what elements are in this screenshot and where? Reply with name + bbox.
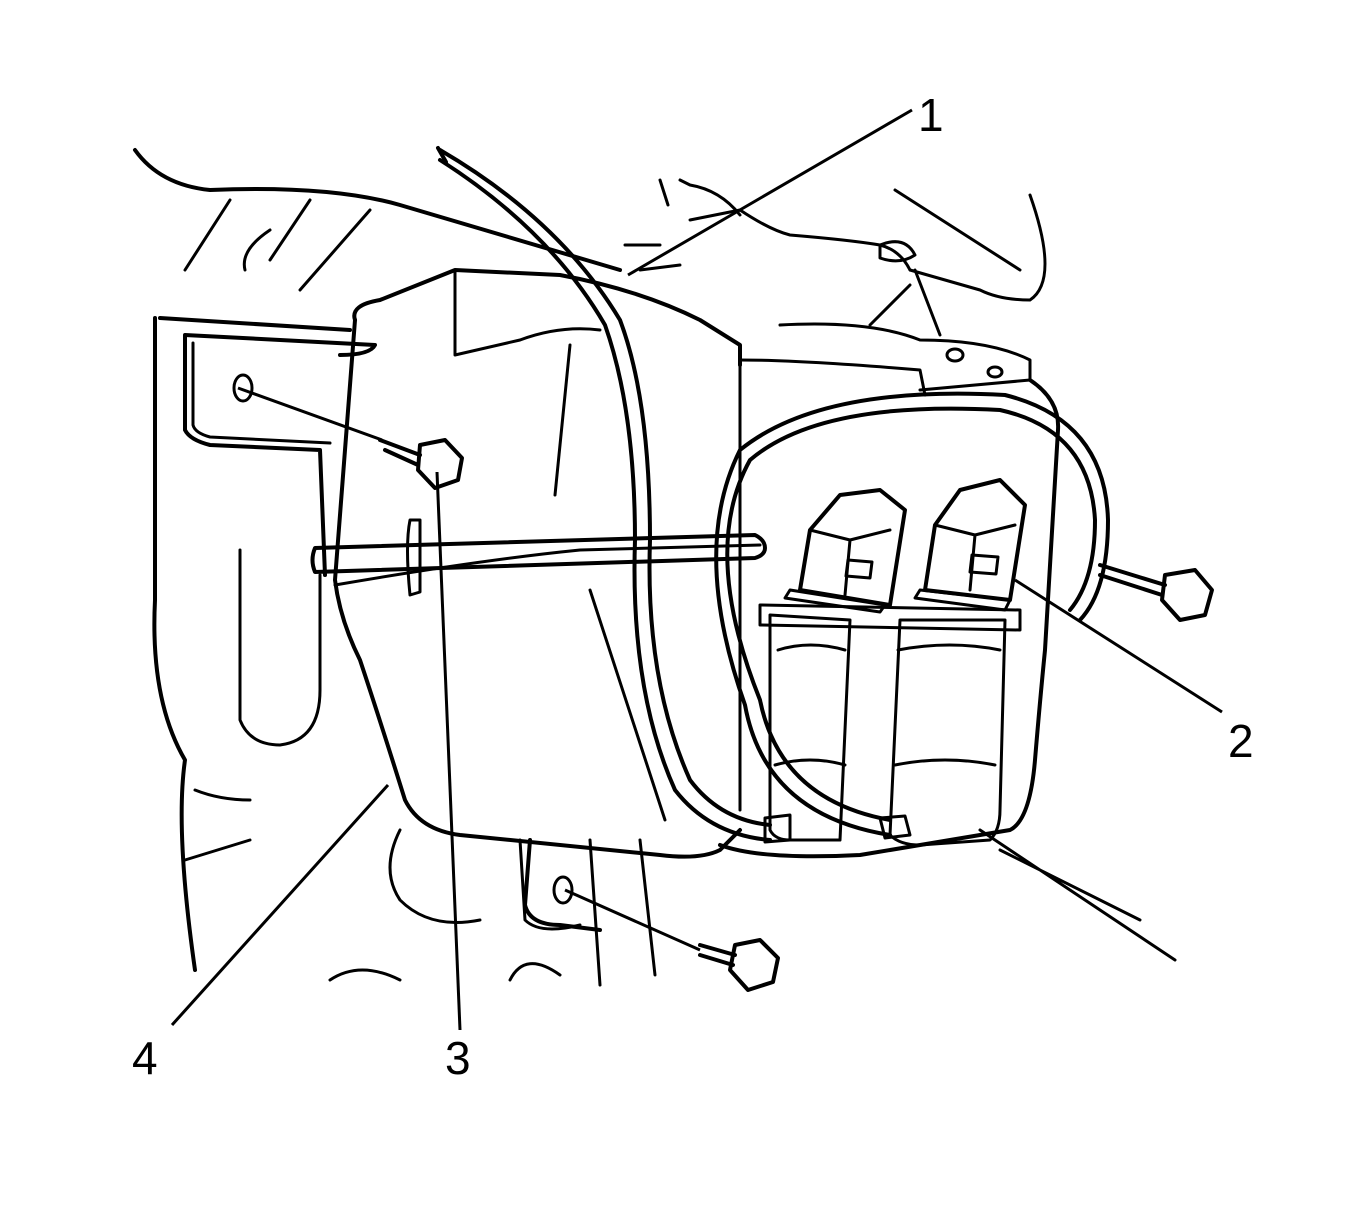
body-panel — [133, 148, 1177, 987]
canister-body — [310, 268, 1032, 859]
callout-3: 3 — [445, 1032, 471, 1084]
mounting-bracket — [183, 333, 602, 932]
solenoid-module — [718, 378, 1061, 859]
callout-2: 2 — [1228, 715, 1254, 767]
hoses — [436, 146, 1110, 844]
leader-lines — [170, 108, 1223, 1031]
callout-4: 4 — [132, 1032, 158, 1084]
electrical-connectors — [783, 478, 1027, 614]
bolts — [378, 438, 1214, 992]
callout-1: 1 — [918, 89, 944, 141]
